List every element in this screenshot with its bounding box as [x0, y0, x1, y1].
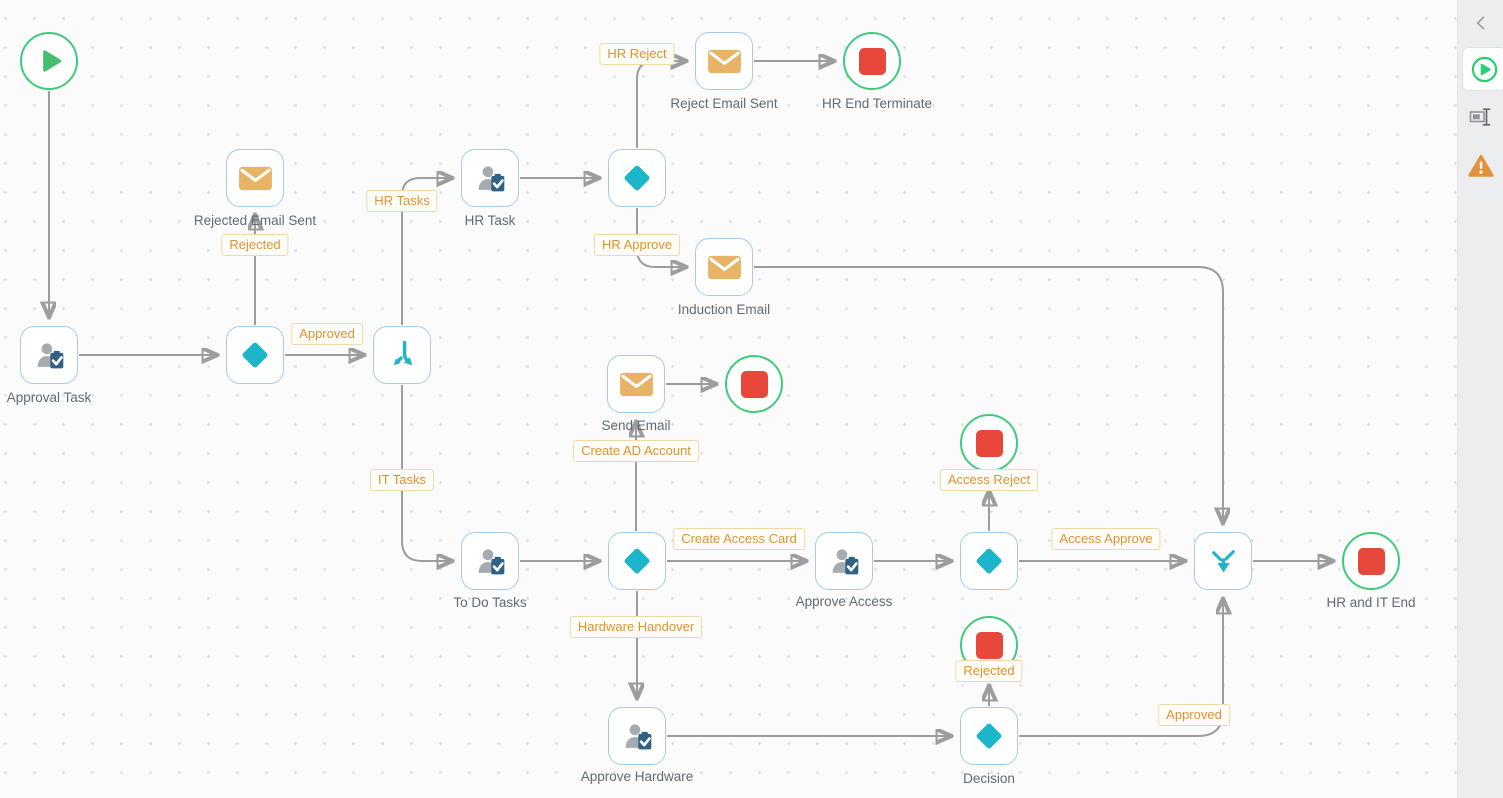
node-title-approve-access: Approve Access	[795, 594, 893, 609]
node-hr-decision[interactable]	[608, 149, 666, 207]
node-title-approval-task: Approval Task	[6, 390, 92, 405]
node-title-decision: Decision	[963, 771, 1015, 786]
rename-tool-button[interactable]	[1458, 105, 1503, 129]
stop-square-icon	[1357, 547, 1385, 575]
diamond-icon	[972, 544, 1006, 578]
run-workflow-button[interactable]	[1462, 47, 1503, 91]
diamond-icon	[972, 719, 1006, 753]
diamond-icon	[620, 544, 654, 578]
node-hr-and-it-end[interactable]	[1342, 532, 1400, 590]
node-title-approve-hardware: Approve Hardware	[580, 769, 694, 784]
merge-arrows-icon	[1207, 545, 1240, 578]
diamond-icon	[238, 338, 272, 372]
text-field-icon	[1469, 108, 1491, 126]
edge-induction-to-join[interactable]	[754, 266, 1223, 522]
edge-label-hr-tasks[interactable]: HR Tasks	[366, 190, 438, 212]
node-fork-gateway[interactable]	[373, 326, 431, 384]
stop-square-icon	[858, 47, 886, 75]
edge-label-create-access-card[interactable]: Create Access Card	[673, 528, 805, 550]
user-clipboard-icon	[474, 162, 507, 195]
node-join-gateway[interactable]	[1194, 532, 1252, 590]
node-reject-email-sent[interactable]	[695, 32, 753, 90]
envelope-icon	[238, 164, 273, 193]
right-toolbar	[1457, 0, 1503, 798]
node-title-send-email: Send Email	[601, 418, 671, 433]
node-access-decision[interactable]	[960, 532, 1018, 590]
node-approve-access[interactable]	[815, 532, 873, 590]
diamond-icon	[620, 161, 654, 195]
edge-label-hw-rejected[interactable]: Rejected	[955, 660, 1023, 682]
edge-label-hr-reject[interactable]: HR Reject	[599, 43, 675, 65]
edge-label-hr-approve[interactable]: HR Approve	[593, 234, 681, 256]
edge-label-rejected[interactable]: Rejected	[221, 234, 289, 256]
node-hw-decision[interactable]	[960, 707, 1018, 765]
node-induction-email[interactable]	[695, 238, 753, 296]
edge-fork-to-to-do-tasks[interactable]	[401, 385, 451, 561]
node-approval-decision[interactable]	[226, 326, 284, 384]
node-hr-end-terminate[interactable]	[843, 32, 901, 90]
edge-label-create-ad-account[interactable]: Create AD Account	[573, 440, 699, 462]
node-approval-task[interactable]	[20, 326, 78, 384]
node-to-do-tasks[interactable]	[461, 532, 519, 590]
play-circle-icon	[1471, 56, 1497, 82]
stop-square-icon	[975, 631, 1003, 659]
envelope-icon	[619, 370, 654, 399]
node-start[interactable]	[20, 32, 78, 90]
edge-label-hw-approved[interactable]: Approved	[1158, 704, 1230, 726]
node-title-rejected-email-sent: Rejected Email Sent	[193, 213, 317, 228]
user-clipboard-icon	[33, 339, 66, 372]
node-it-decision[interactable]	[608, 532, 666, 590]
chevron-left-icon	[1476, 16, 1484, 30]
stop-square-icon	[975, 429, 1003, 457]
workflow-canvas[interactable]: Approval Task Rejected Email Sent HR Tas…	[0, 0, 1459, 798]
node-title-induction-email: Induction Email	[677, 302, 771, 317]
node-hr-task[interactable]	[461, 149, 519, 207]
node-title-reject-email-sent: Reject Email Sent	[670, 96, 778, 111]
node-rejected-email-sent[interactable]	[226, 149, 284, 207]
envelope-icon	[707, 47, 742, 76]
node-title-to-do-tasks: To Do Tasks	[453, 595, 527, 610]
node-title-hr-end-terminate: HR End Terminate	[821, 96, 933, 111]
warning-triangle-icon	[1467, 154, 1494, 177]
edge-label-hardware-handover[interactable]: Hardware Handover	[569, 616, 703, 638]
node-approve-hardware[interactable]	[608, 707, 666, 765]
validation-warning-button[interactable]	[1458, 153, 1503, 179]
edge-label-access-reject[interactable]: Access Reject	[939, 469, 1039, 491]
play-icon	[32, 44, 66, 78]
edge-label-approved[interactable]: Approved	[291, 323, 363, 345]
node-title-hr-and-it-end: HR and IT End	[1326, 595, 1416, 610]
collapse-panel-button[interactable]	[1458, 12, 1503, 34]
node-access-reject-end[interactable]	[960, 414, 1018, 472]
stop-square-icon	[740, 370, 768, 398]
user-clipboard-icon	[474, 545, 507, 578]
envelope-icon	[707, 253, 742, 282]
user-clipboard-icon	[828, 545, 861, 578]
node-title-hr-task: HR Task	[464, 213, 516, 228]
edge-label-access-approve[interactable]: Access Approve	[1051, 528, 1161, 550]
node-end[interactable]	[725, 355, 783, 413]
node-send-email[interactable]	[607, 355, 665, 413]
edge-label-it-tasks[interactable]: IT Tasks	[370, 469, 434, 491]
split-arrows-icon	[386, 339, 419, 372]
user-clipboard-icon	[621, 720, 654, 753]
